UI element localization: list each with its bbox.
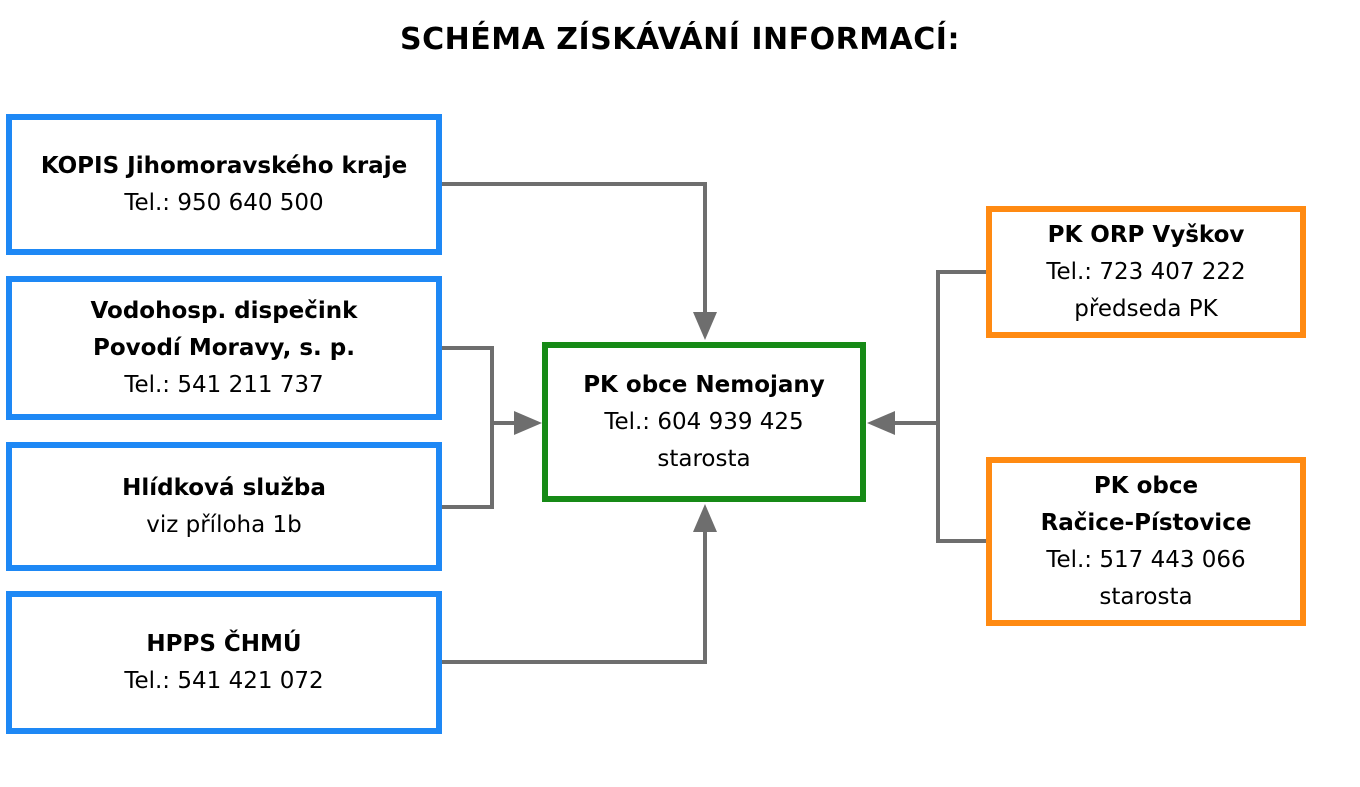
center-box: PK obce Nemojany Tel.: 604 939 425 staro…	[542, 342, 866, 502]
racice-role: starosta	[1099, 583, 1193, 610]
orp-box: PK ORP Vyškov Tel.: 723 407 222 předseda…	[986, 206, 1306, 338]
vodohosp-name-line1: Vodohosp. dispečink	[90, 297, 358, 324]
orp-phone: Tel.: 723 407 222	[1046, 258, 1246, 285]
racice-phone: Tel.: 517 443 066	[1046, 546, 1246, 573]
racice-name-line1: PK obce	[1093, 472, 1199, 499]
hlidkova-box: Hlídková služba viz příloha 1b	[6, 442, 442, 571]
arrowhead-bottom	[693, 504, 717, 532]
racice-name-line2: Račice-Pístovice	[1040, 509, 1252, 536]
kopis-box: KOPIS Jihomoravského kraje Tel.: 950 640…	[6, 114, 442, 255]
arrowhead-top	[693, 312, 717, 340]
racice-box: PK obce Račice-Pístovice Tel.: 517 443 0…	[986, 457, 1306, 626]
arrowhead-left	[514, 411, 542, 435]
hpps-phone: Tel.: 541 421 072	[124, 667, 324, 694]
center-phone: Tel.: 604 939 425	[604, 408, 804, 435]
arrowhead-right	[867, 411, 895, 435]
kopis-phone: Tel.: 950 640 500	[124, 189, 324, 216]
center-name: PK obce Nemojany	[583, 371, 825, 398]
hpps-box: HPPS ČHMÚ Tel.: 541 421 072	[6, 591, 442, 734]
vodohosp-name-line2: Povodí Moravy, s. p.	[93, 334, 355, 361]
vodohosp-box: Vodohosp. dispečink Povodí Moravy, s. p.…	[6, 276, 442, 420]
connector-peers	[936, 270, 986, 543]
hlidkova-note: viz příloha 1b	[146, 511, 302, 538]
kopis-name: KOPIS Jihomoravského kraje	[40, 152, 408, 179]
hlidkova-name: Hlídková služba	[122, 474, 326, 501]
connector-kopis	[440, 182, 707, 316]
hpps-name: HPPS ČHMÚ	[146, 630, 302, 657]
center-role: starosta	[657, 445, 751, 472]
connector-hpps	[440, 530, 707, 664]
connector-vodohosp	[440, 346, 494, 509]
vodohosp-phone: Tel.: 541 211 737	[124, 371, 324, 398]
orp-role: předseda PK	[1074, 295, 1218, 322]
diagram-title: SCHÉMA ZÍSKÁVÁNÍ INFORMACÍ:	[400, 22, 960, 57]
orp-name: PK ORP Vyškov	[1047, 221, 1245, 248]
